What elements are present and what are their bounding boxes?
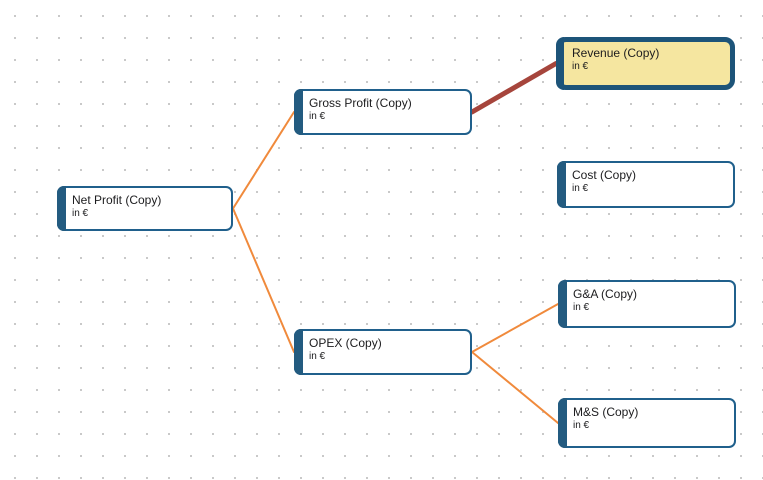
node-title: Net Profit (Copy) (72, 193, 162, 207)
node-accent-bar (558, 398, 567, 448)
node-title: OPEX (Copy) (309, 336, 382, 350)
node-ms[interactable]: M&S (Copy) in € (558, 398, 736, 448)
node-accent-bar (294, 329, 303, 375)
node-gross-profit[interactable]: Gross Profit (Copy) in € (294, 89, 472, 135)
node-unit: in € (309, 111, 326, 122)
node-accent-bar (557, 161, 566, 208)
node-ga[interactable]: G&A (Copy) in € (558, 280, 736, 328)
edge-gross-profit-revenue[interactable] (469, 61, 559, 115)
node-accent-bar (558, 280, 567, 328)
edge-opex-ga[interactable] (471, 303, 559, 353)
node-title: Cost (Copy) (572, 168, 637, 182)
node-unit: in € (572, 183, 589, 194)
node-title: G&A (Copy) (573, 287, 638, 301)
node-unit: in € (72, 208, 89, 219)
node-cost[interactable]: Cost (Copy) in € (557, 161, 735, 208)
edge-opex-ms[interactable] (471, 351, 559, 424)
node-net-profit[interactable]: Net Profit (Copy) in € (57, 186, 233, 231)
node-accent-bar (556, 37, 564, 90)
edge-net-profit-gross-profit[interactable] (232, 111, 295, 210)
node-title: Revenue (Copy) (572, 46, 660, 60)
node-title: Gross Profit (Copy) (309, 96, 412, 110)
node-unit: in € (573, 302, 590, 313)
node-title: M&S (Copy) (573, 405, 639, 419)
node-unit: in € (572, 61, 589, 72)
node-unit: in € (309, 351, 326, 362)
edge-net-profit-opex[interactable] (232, 207, 295, 353)
node-revenue[interactable]: Revenue (Copy) in € (556, 37, 735, 90)
node-accent-bar (57, 186, 66, 231)
node-accent-bar (294, 89, 303, 135)
node-opex[interactable]: OPEX (Copy) in € (294, 329, 472, 375)
node-unit: in € (573, 420, 590, 431)
